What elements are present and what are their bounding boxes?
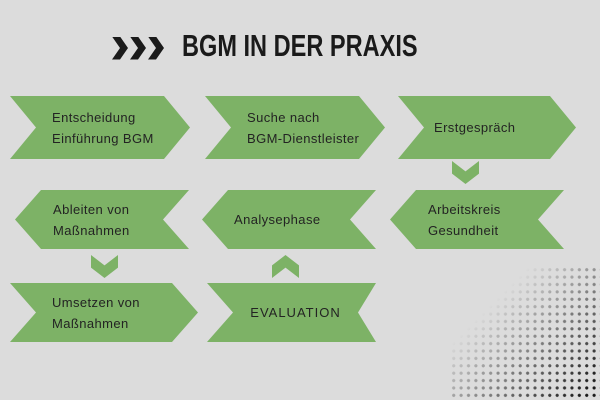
- page-title: BGM IN DER PRAXIS: [112, 28, 492, 63]
- step-label-line2: Maßnahmen: [52, 315, 129, 331]
- flow-connector-down-icon: [452, 161, 479, 184]
- flow-connector-up-icon: [272, 255, 299, 278]
- step-label-line1: Entscheidung: [52, 109, 136, 125]
- flow-step-arbeitskreis-gesundheit: Arbeitskreis Gesundheit: [390, 190, 564, 249]
- step-label-line2: Gesundheit: [428, 222, 499, 238]
- chevron-right-icon: [148, 36, 164, 60]
- step-label-line2: Maßnahmen: [53, 222, 130, 238]
- chevron-right-icon: [112, 36, 128, 60]
- flow-step-suche-bgm-dienstleister: Suche nach BGM-Dienstleister: [205, 96, 385, 159]
- flow-step-umsetzen-von-massnahmen: Umsetzen von Maßnahmen: [10, 283, 198, 342]
- step-label-line2: Einführung BGM: [52, 130, 154, 146]
- step-label-line2: BGM-Dienstleister: [247, 130, 360, 146]
- step-label-line1: EVALUATION: [250, 305, 341, 320]
- step-label-line1: Arbeitskreis: [428, 201, 501, 217]
- step-label-line1: Analysephase: [234, 212, 321, 227]
- flow-step-evaluation: EVALUATION: [207, 283, 376, 342]
- step-label-line1: Suche nach: [247, 109, 320, 125]
- flow-connector-down-icon: [91, 255, 118, 278]
- step-label-line1: Umsetzen von: [52, 294, 140, 310]
- chevron-right-icon: [130, 36, 146, 60]
- flow-step-entscheidung-einfuehrung-bgm: Entscheidung Einführung BGM: [10, 96, 190, 159]
- triple-chevron-right-icon: [112, 36, 166, 60]
- flow-step-analysephase: Analysephase: [202, 190, 376, 249]
- step-label-line1: Ableiten von: [53, 201, 130, 217]
- flow-step-erstgespraech: Erstgespräch: [398, 96, 576, 159]
- flow-step-ableiten-von-massnahmen: Ableiten von Maßnahmen: [15, 190, 189, 249]
- page-title-text: BGM IN DER PRAXIS: [182, 28, 418, 63]
- halftone-dots-decoration: [450, 266, 600, 400]
- step-label-line1: Erstgespräch: [434, 120, 516, 135]
